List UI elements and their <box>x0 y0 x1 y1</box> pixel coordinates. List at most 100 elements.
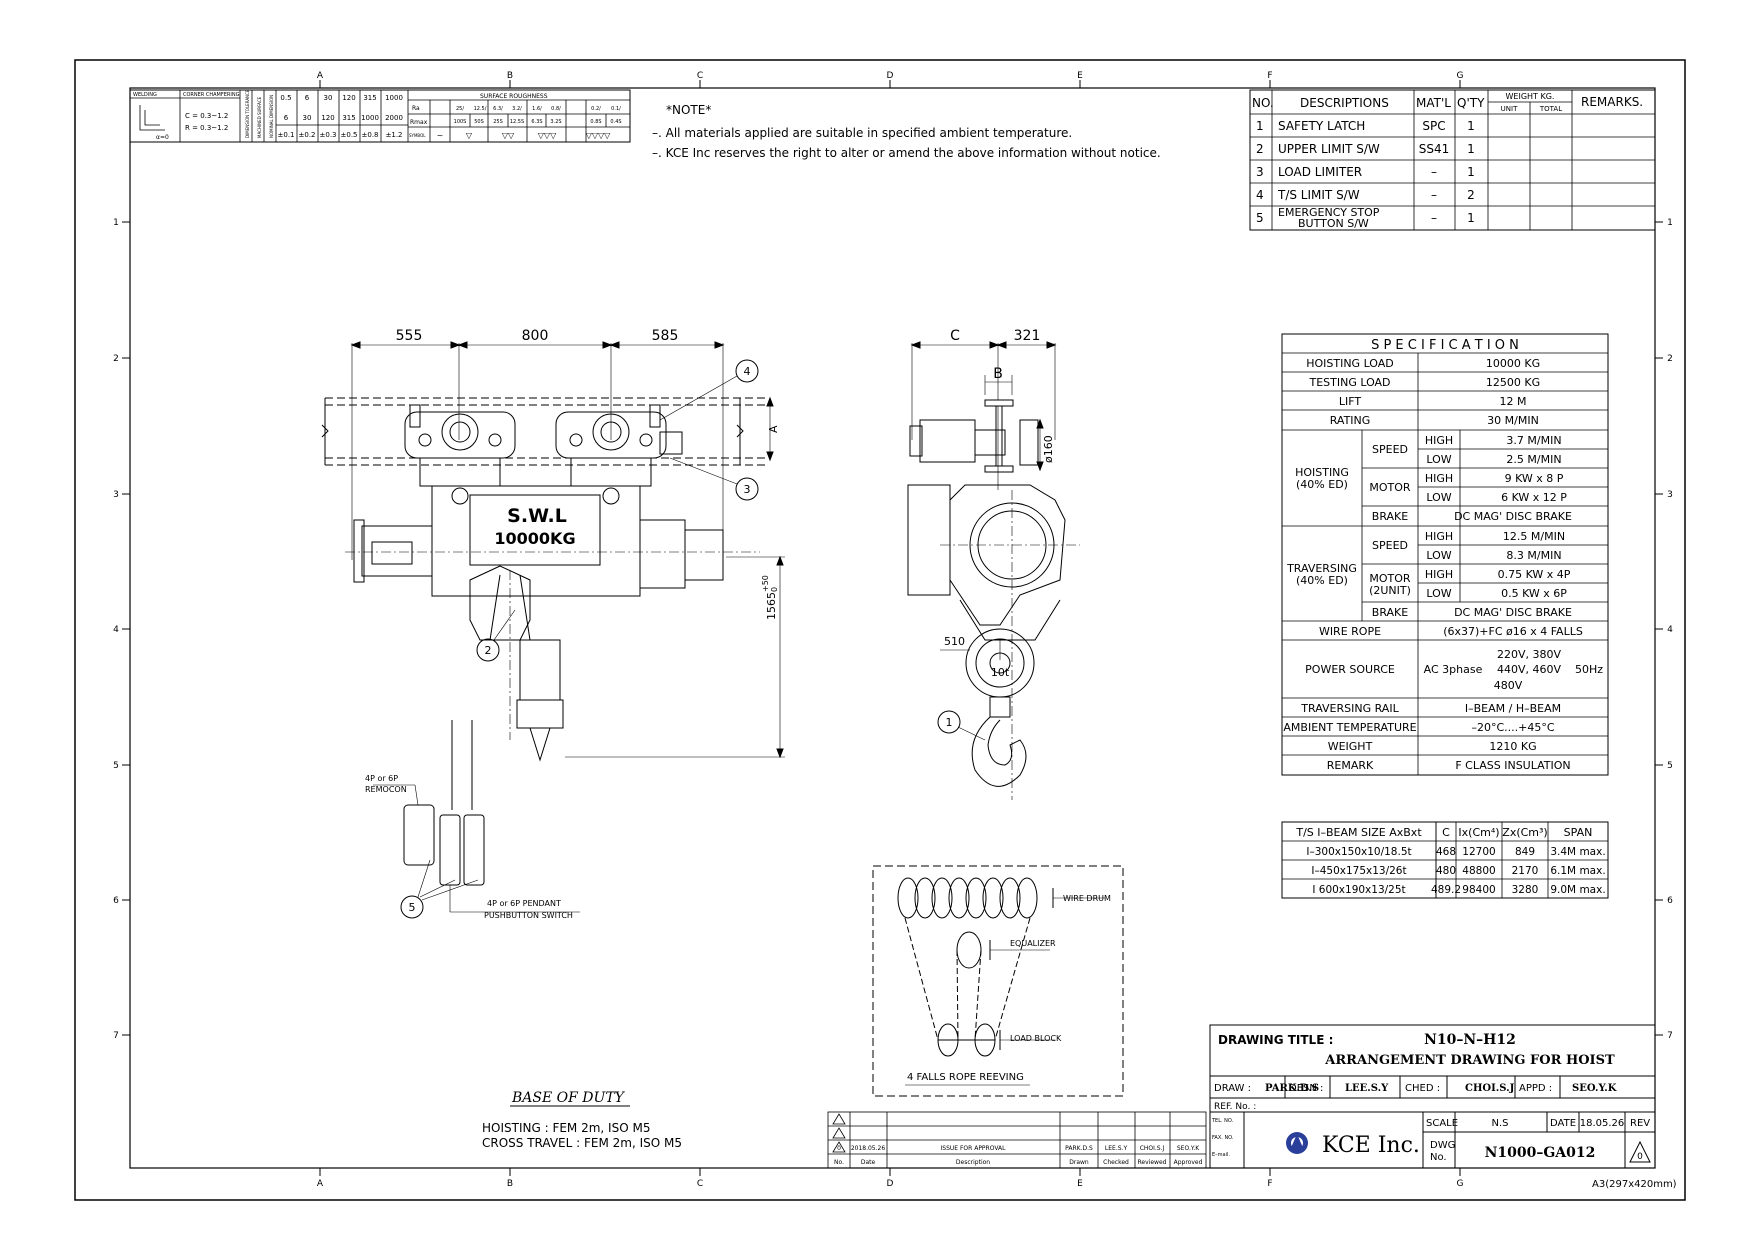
front-view-drawing <box>321 341 785 919</box>
sr-ra-7: 0.2/ <box>591 106 601 112</box>
bom-h-desc: DESCRIPTIONS <box>1300 96 1389 110</box>
tol-alpha: α=0 <box>156 134 169 141</box>
beam-h-size: T/S I–BEAM SIZE AxBxt <box>1295 826 1422 839</box>
spec-testing-load: 12500 KG <box>1486 376 1540 389</box>
bom-table: NO. DESCRIPTIONS MAT'L Q'TY REMARKS. WEI… <box>1249 89 1656 231</box>
tol-range-bot-3: 120 <box>321 114 334 122</box>
sr-rmax-2: 50S <box>474 119 484 125</box>
bom-1-no: 1 <box>1256 119 1264 133</box>
tol-welding: WELDING <box>133 92 157 98</box>
spec-lift: 12 M <box>1500 395 1527 408</box>
spec-h-speed-low: 2.5 M/MIN <box>1506 453 1561 466</box>
ref-no: REF. No. : <box>1214 1102 1256 1112</box>
rev-checked: LEE.S.Y <box>1105 1145 1128 1152</box>
dim-510: 510 <box>944 635 965 648</box>
tol-range-top-1: 0.5 <box>280 94 291 102</box>
grid-row-4-right: 4 <box>1667 625 1673 635</box>
sr-ra-8: 0.1/ <box>611 106 621 112</box>
sr-sym-3: ▽▽ <box>502 131 515 140</box>
spec-remark-label: REMARK <box>1327 759 1374 772</box>
beam-1-c: 468 <box>1436 846 1456 858</box>
draw-value: PARK.D.S <box>1265 1083 1319 1094</box>
spec-weight: 1210 KG <box>1489 740 1536 753</box>
spec-title: S P E C I F I C A T I O N <box>1371 338 1519 353</box>
note-block: *NOTE* –. All materials applied are suit… <box>652 103 1161 160</box>
swl-label: S.W.L <box>507 505 567 527</box>
grid-col-f-bottom: F <box>1267 1179 1272 1189</box>
bom-5-no: 5 <box>1256 211 1264 225</box>
dim-555: 555 <box>396 328 423 344</box>
spec-h-motor-low: 6 KW x 12 P <box>1501 491 1567 504</box>
bom-h-qty: Q'TY <box>1457 96 1485 110</box>
spec-hoisting-load: 10000 KG <box>1486 357 1540 370</box>
remocon-label: 4P or 6P <box>365 774 398 783</box>
grid-row-5-right: 5 <box>1667 761 1673 771</box>
sr-rmax-6: 3.2S <box>550 119 561 125</box>
beam-3-ix: 98400 <box>1462 884 1495 896</box>
desn-label: DESN : <box>1289 1083 1323 1094</box>
spec-h-motor-high-label: HIGH <box>1425 472 1453 485</box>
spec-t-speed-low: 8.3 M/MIN <box>1506 549 1561 562</box>
rev-h-drawn: Drawn <box>1069 1159 1089 1166</box>
sr-symbol: SYMBOL <box>409 133 426 138</box>
grid-row-4: 4 <box>113 625 119 635</box>
bom-3-desc: LOAD LIMITER <box>1278 165 1362 179</box>
spec-h-speed-high-label: HIGH <box>1425 434 1453 447</box>
grid-col-c: C <box>697 71 703 81</box>
spec-ambient: –20°C....+45°C <box>1471 721 1554 734</box>
grid-col-d: D <box>887 71 894 81</box>
bom-1-desc: SAFETY LATCH <box>1278 119 1365 133</box>
company-name: KCE Inc. <box>1322 1133 1420 1158</box>
grid-col-e: E <box>1077 71 1083 81</box>
sr-ra-3: 6.3/ <box>493 106 503 112</box>
spec-h-speed-high: 3.7 M/MIN <box>1506 434 1561 447</box>
grid-row-6: 6 <box>113 896 119 906</box>
grid-row-5: 5 <box>113 761 119 771</box>
appd-label: APPD : <box>1519 1083 1552 1094</box>
spec-power-ac: AC 3phase <box>1424 663 1483 676</box>
callout-4: 4 <box>744 365 751 378</box>
spec-t-motor-high-label: HIGH <box>1425 568 1453 581</box>
beam-3-c: 489.2 <box>1431 884 1461 896</box>
pendant-label: 4P or 6P PENDANT <box>487 899 561 908</box>
dim-a: A <box>767 425 780 433</box>
note-line-2: –. KCE Inc reserves the right to alter o… <box>652 146 1161 160</box>
tol-range-bot-6: 2000 <box>385 114 403 122</box>
grid-col-e-bottom: E <box>1077 1179 1083 1189</box>
rev-reviewed: CHOI.S.J <box>1140 1145 1165 1152</box>
spec-t-speed: SPEED <box>1372 539 1408 552</box>
spec-power-v3: 480V <box>1494 679 1523 692</box>
tol-tol-3: ±0.3 <box>320 131 337 139</box>
callout-2: 2 <box>485 644 492 657</box>
beam-2-c: 480 <box>1436 865 1456 877</box>
spec-power-label: POWER SOURCE <box>1305 663 1395 676</box>
beam-1-span: 3.4M max. <box>1550 846 1605 858</box>
beam-h-c: C <box>1442 826 1450 839</box>
grid-col-c-bottom: C <box>697 1179 703 1189</box>
rev-label: REV <box>1630 1118 1650 1129</box>
sr-rmax-8: 0.4S <box>610 119 621 125</box>
tol-dim: DIMENSION TOLERANCE <box>245 89 250 138</box>
sr-ra-4: 3.2/ <box>512 106 522 112</box>
grid-row-6-right: 6 <box>1667 896 1673 906</box>
rev-h-reviewed: Reviewed <box>1138 1159 1167 1166</box>
note-title: *NOTE* <box>666 103 711 117</box>
dim-1565-tol: +50 <box>761 575 770 592</box>
spec-hoisting: HOISTING <box>1295 466 1349 479</box>
beam-3-size: I 600x190x13/25t <box>1312 884 1405 896</box>
rev-drawn: PARK.D.S <box>1065 1145 1093 1152</box>
tol-machined: MACHINED SURFACE <box>257 96 262 138</box>
spec-power-v1: 220V, 380V <box>1497 648 1562 661</box>
title-block <box>1209 1024 1656 1169</box>
spec-h-speed: SPEED <box>1372 443 1408 456</box>
grid-col-d-bottom: D <box>887 1179 894 1189</box>
sr-title: SURFACE ROUGHNESS <box>480 93 548 100</box>
revision-block <box>827 1111 1207 1169</box>
desn-value: LEE.S.Y <box>1345 1083 1389 1094</box>
bom-h-unit: UNIT <box>1501 105 1518 113</box>
drawing-title-label: DRAWING TITLE : <box>1218 1033 1333 1047</box>
spec-h-brake-value: DC MAG' DISC BRAKE <box>1454 510 1572 523</box>
dim-321: 321 <box>1014 328 1041 344</box>
spec-t-speed-high-label: HIGH <box>1425 530 1453 543</box>
